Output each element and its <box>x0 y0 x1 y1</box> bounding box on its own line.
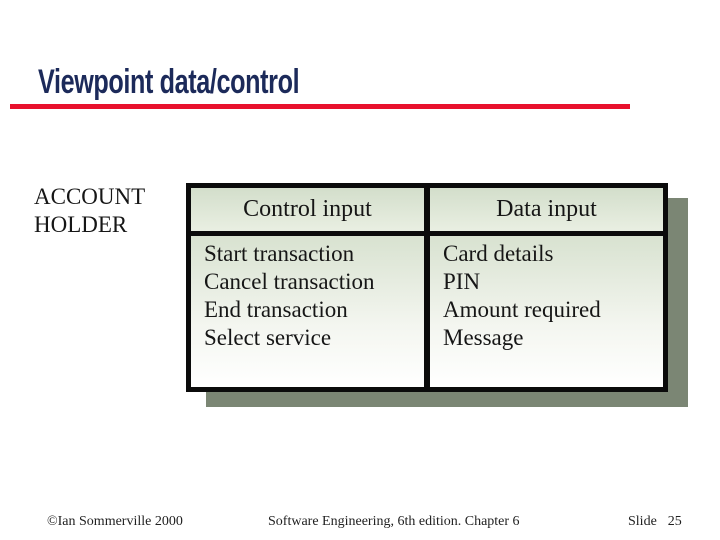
title-underline-rule <box>10 104 630 109</box>
list-item: End transaction <box>204 297 348 322</box>
body-cell-data-input: Card details PIN Amount required Message <box>430 236 663 387</box>
header-cell-data-input: Data input <box>430 188 663 231</box>
list-item: Message <box>443 325 524 350</box>
footer-slide-indicator: Slide 25 <box>628 514 682 530</box>
list-item: Cancel transaction <box>204 269 375 294</box>
header-cell-control-input: Control input <box>191 188 424 231</box>
slide-number: 25 <box>667 514 682 529</box>
account-holder-label: ACCOUNT HOLDER <box>34 184 145 237</box>
footer-copyright: ©Ian Sommerville 2000 <box>47 514 183 529</box>
body-cell-control-input: Start transaction Cancel transaction End… <box>191 236 424 387</box>
list-item: PIN <box>443 269 481 294</box>
list-item: Card details <box>443 241 554 266</box>
list-item: Select service <box>204 325 332 350</box>
footer-book-reference: Software Engineering, 6th edition. Chapt… <box>268 514 520 529</box>
list-item: Amount required <box>443 297 601 322</box>
slide-label: Slide <box>628 514 657 529</box>
viewpoint-table: Control input Data input Start transacti… <box>186 183 668 392</box>
page-title: Viewpoint data/control <box>38 63 300 101</box>
viewpoint-table-wrap: Control input Data input Start transacti… <box>186 183 688 407</box>
list-item: Start transaction <box>204 241 355 266</box>
